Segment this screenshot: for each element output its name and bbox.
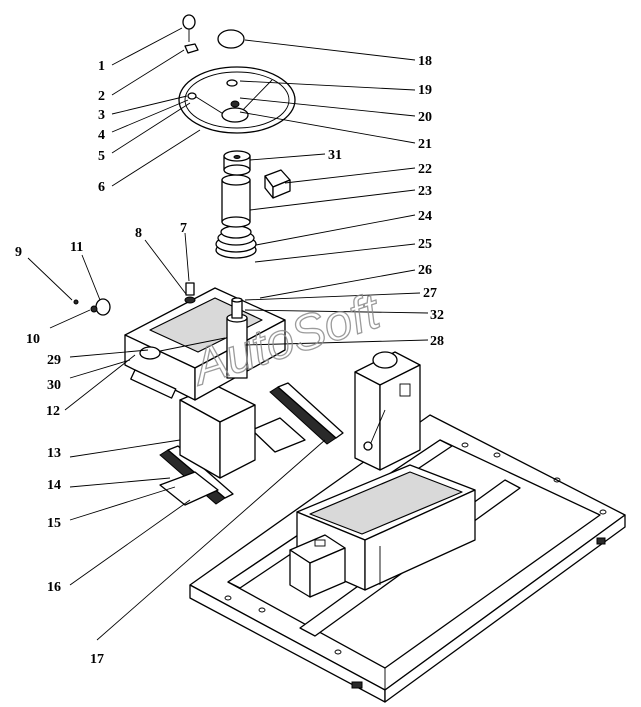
callout-3: 3 xyxy=(98,108,105,123)
callout-8: 8 xyxy=(135,226,142,241)
callout-32: 32 xyxy=(430,308,444,323)
callout-29: 29 xyxy=(47,353,61,368)
spring-24 xyxy=(215,225,257,259)
cylinder-23 xyxy=(221,174,251,228)
callout-9: 9 xyxy=(15,245,22,260)
callout-7: 7 xyxy=(180,221,187,236)
callout-20: 20 xyxy=(418,110,432,125)
bolt-7 xyxy=(184,282,196,304)
leader-lines xyxy=(27,27,429,641)
block-22 xyxy=(264,169,291,199)
pedal-right xyxy=(251,382,344,453)
callout-4: 4 xyxy=(98,128,105,143)
callout-10: 10 xyxy=(26,332,40,347)
callout-16: 16 xyxy=(47,580,61,595)
cap-18 xyxy=(217,29,245,49)
callout-17: 17 xyxy=(90,652,104,667)
callout-13: 13 xyxy=(47,446,61,461)
callout-5: 5 xyxy=(98,149,105,164)
callout-24: 24 xyxy=(418,209,432,224)
callout-27: 27 xyxy=(423,286,437,301)
callout-22: 22 xyxy=(418,162,432,177)
callout-18: 18 xyxy=(418,54,432,69)
callout-14: 14 xyxy=(47,478,61,493)
callout-labels: 1 2 3 4 5 6 7 8 9 10 11 12 13 14 15 16 1… xyxy=(15,54,444,667)
callout-31: 31 xyxy=(328,148,342,163)
jack-cylinder xyxy=(226,297,248,379)
callout-21: 21 xyxy=(418,137,432,152)
callout-25: 25 xyxy=(418,237,432,252)
callout-26: 26 xyxy=(418,263,432,278)
steering-wheel xyxy=(178,66,296,134)
knob-11 xyxy=(73,298,111,316)
callout-23: 23 xyxy=(418,184,432,199)
callout-1: 1 xyxy=(98,59,105,74)
pedal-left xyxy=(159,445,234,506)
cup-31 xyxy=(223,150,251,176)
callout-19: 19 xyxy=(418,83,432,98)
small-box xyxy=(289,534,346,598)
vertical-stand xyxy=(354,351,421,471)
callout-2: 2 xyxy=(98,89,105,104)
callout-30: 30 xyxy=(47,378,61,393)
callout-28: 28 xyxy=(430,334,444,349)
callout-6: 6 xyxy=(98,180,105,195)
battery-box xyxy=(296,464,476,591)
handle-knob xyxy=(182,14,199,54)
callout-11: 11 xyxy=(70,240,83,255)
callout-15: 15 xyxy=(47,516,61,531)
callout-12: 12 xyxy=(46,404,60,419)
